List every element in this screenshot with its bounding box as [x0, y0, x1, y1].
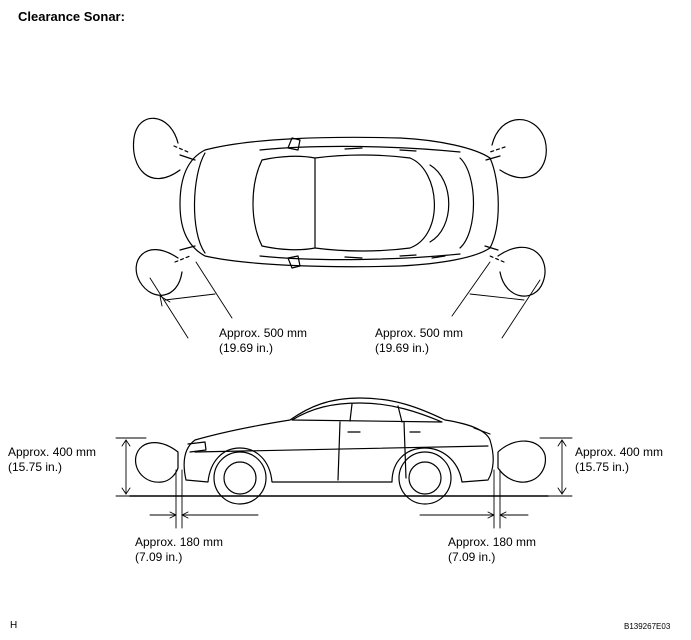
label-side-right-height: Approx. 400 mm (15.75 in.)	[575, 445, 663, 475]
footer-figure-id: B139267E03	[624, 622, 671, 631]
footer-left-code: H	[10, 620, 18, 631]
label-side-left-offset: Approx. 180 mm (7.09 in.)	[135, 535, 223, 565]
top-sonar-front-right	[485, 119, 547, 179]
label-side-left-offset-mm: Approx. 180 mm	[135, 535, 224, 549]
label-side-right-height-in: (15.75 in.)	[575, 460, 630, 474]
side-dim-right-offset	[419, 469, 529, 529]
side-dim-right-height	[539, 437, 573, 497]
side-sonar-front	[134, 442, 179, 483]
label-side-left-height: Approx. 400 mm (15.75 in.)	[8, 445, 96, 475]
label-top-rear-right-in: (19.69 in.)	[375, 341, 430, 355]
label-top-rear-left-mm: Approx. 500 mm	[219, 326, 308, 340]
side-sonar-rear	[497, 440, 547, 483]
label-side-left-height-in: (15.75 in.)	[8, 460, 63, 474]
label-side-right-offset: Approx. 180 mm (7.09 in.)	[448, 535, 536, 565]
top-sonar-rear-right	[484, 245, 546, 297]
side-dim-left-height	[115, 437, 147, 497]
label-top-rear-left-in: (19.69 in.)	[219, 341, 274, 355]
label-top-rear-right-mm: Approx. 500 mm	[375, 326, 464, 340]
top-dim-left	[149, 261, 233, 339]
label-side-left-height-mm: Approx. 400 mm	[8, 445, 97, 459]
top-sonar-rear-left	[135, 245, 196, 296]
label-side-right-offset-in: (7.09 in.)	[448, 550, 496, 564]
label-side-left-offset-in: (7.09 in.)	[135, 550, 183, 564]
page-title: Clearance Sonar:	[18, 9, 125, 24]
top-dim-right	[451, 261, 541, 339]
label-side-right-offset-mm: Approx. 180 mm	[448, 535, 537, 549]
top-view-car	[179, 136, 499, 269]
side-view-car	[129, 397, 549, 505]
label-side-right-height-mm: Approx. 400 mm	[575, 445, 664, 459]
label-top-rear-left: Approx. 500 mm (19.69 in.)	[219, 326, 307, 356]
label-top-rear-right: Approx. 500 mm (19.69 in.)	[375, 326, 463, 356]
top-sonar-front-left	[132, 117, 196, 180]
side-dim-left-offset	[149, 469, 259, 529]
